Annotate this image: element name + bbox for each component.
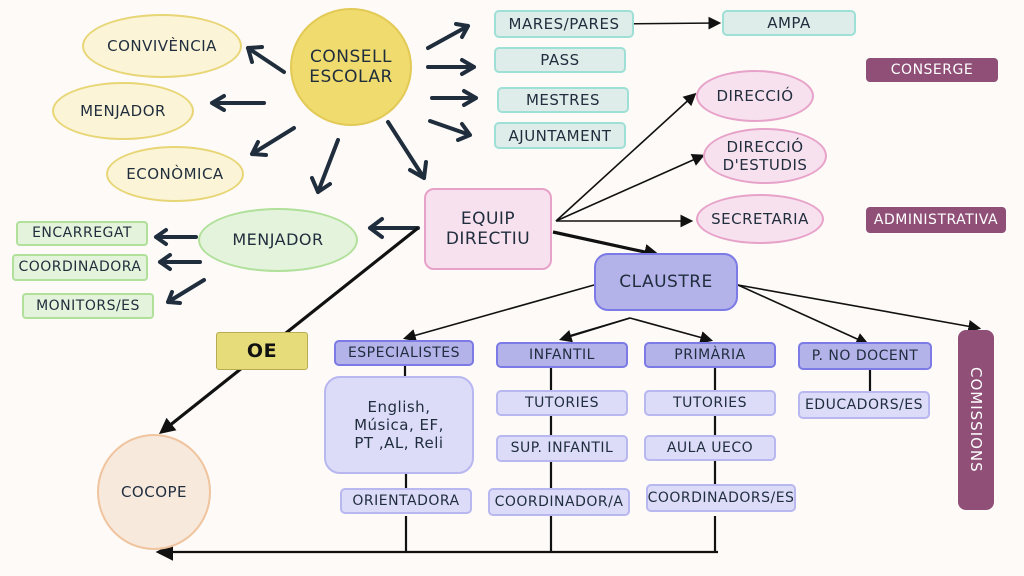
infantil-coordinador-node[interactable]: COORDINADOR/A [488, 488, 630, 516]
oe-label[interactable]: OE [216, 332, 308, 370]
ajuntament-node[interactable]: AJUNTAMENT [494, 122, 626, 149]
convivencia-node[interactable]: CONVIVÈNCIA [82, 14, 242, 78]
pass-node[interactable]: PASS [494, 47, 626, 73]
thin-arrows [402, 16, 982, 345]
menjador-commission-node[interactable]: MENJADOR [52, 82, 194, 140]
mestres-node[interactable]: MESTRES [497, 87, 629, 113]
secretaria-node[interactable]: SECRETARIA [696, 194, 824, 244]
tree-lines [155, 364, 872, 561]
equip-directiu-node[interactable]: EQUIP DIRECTIU [424, 188, 552, 270]
hand-arrows [154, 22, 478, 305]
ampa-node[interactable]: AMPA [722, 10, 856, 36]
encarregat-node[interactable]: ENCARREGAT [16, 221, 148, 246]
primaria-coordinadors-node[interactable]: COORDINADORS/ES [646, 484, 796, 512]
administrativa-badge[interactable]: ADMINISTRATIVA [866, 207, 1006, 233]
direccio-node[interactable]: DIRECCIÓ [696, 70, 814, 122]
primaria-node[interactable]: PRIMÀRIA [644, 342, 776, 368]
cocope-node[interactable]: COCOPE [97, 434, 211, 550]
economica-node[interactable]: ECONÒMICA [106, 146, 244, 202]
thick-arrows [158, 226, 661, 434]
conserge-badge[interactable]: CONSERGE [866, 58, 998, 82]
sup-infantil-node[interactable]: SUP. INFANTIL [496, 435, 628, 462]
orientadora-node[interactable]: ORIENTADORA [340, 488, 472, 514]
primaria-tutories-node[interactable]: TUTORIES [644, 390, 776, 416]
especialistes-subjects-node[interactable]: English, Música, EF, PT ,AL, Reli [324, 376, 474, 474]
claustre-node[interactable]: CLAUSTRE [594, 253, 738, 311]
educadors-node[interactable]: EDUCADORS/ES [798, 391, 930, 419]
comissions-node[interactable]: COMISSIONS [958, 330, 994, 510]
direccio-estudis-node[interactable]: DIRECCIÓ D'ESTUDIS [703, 128, 827, 184]
menjador-node[interactable]: MENJADOR [198, 208, 358, 272]
coordinadora-node[interactable]: COORDINADORA [12, 254, 148, 281]
consell-escolar-node[interactable]: CONSELL ESCOLAR [290, 8, 412, 126]
monitors-node[interactable]: MONITORS/ES [22, 293, 154, 319]
mares-pares-node[interactable]: MARES/PARES [494, 10, 634, 38]
infantil-node[interactable]: INFANTIL [496, 342, 628, 368]
aula-ueco-node[interactable]: AULA UECO [644, 435, 776, 461]
no-docent-node[interactable]: P. NO DOCENT [798, 342, 932, 370]
especialistes-node[interactable]: ESPECIALISTES [334, 340, 474, 366]
infantil-tutories-node[interactable]: TUTORIES [496, 390, 628, 416]
